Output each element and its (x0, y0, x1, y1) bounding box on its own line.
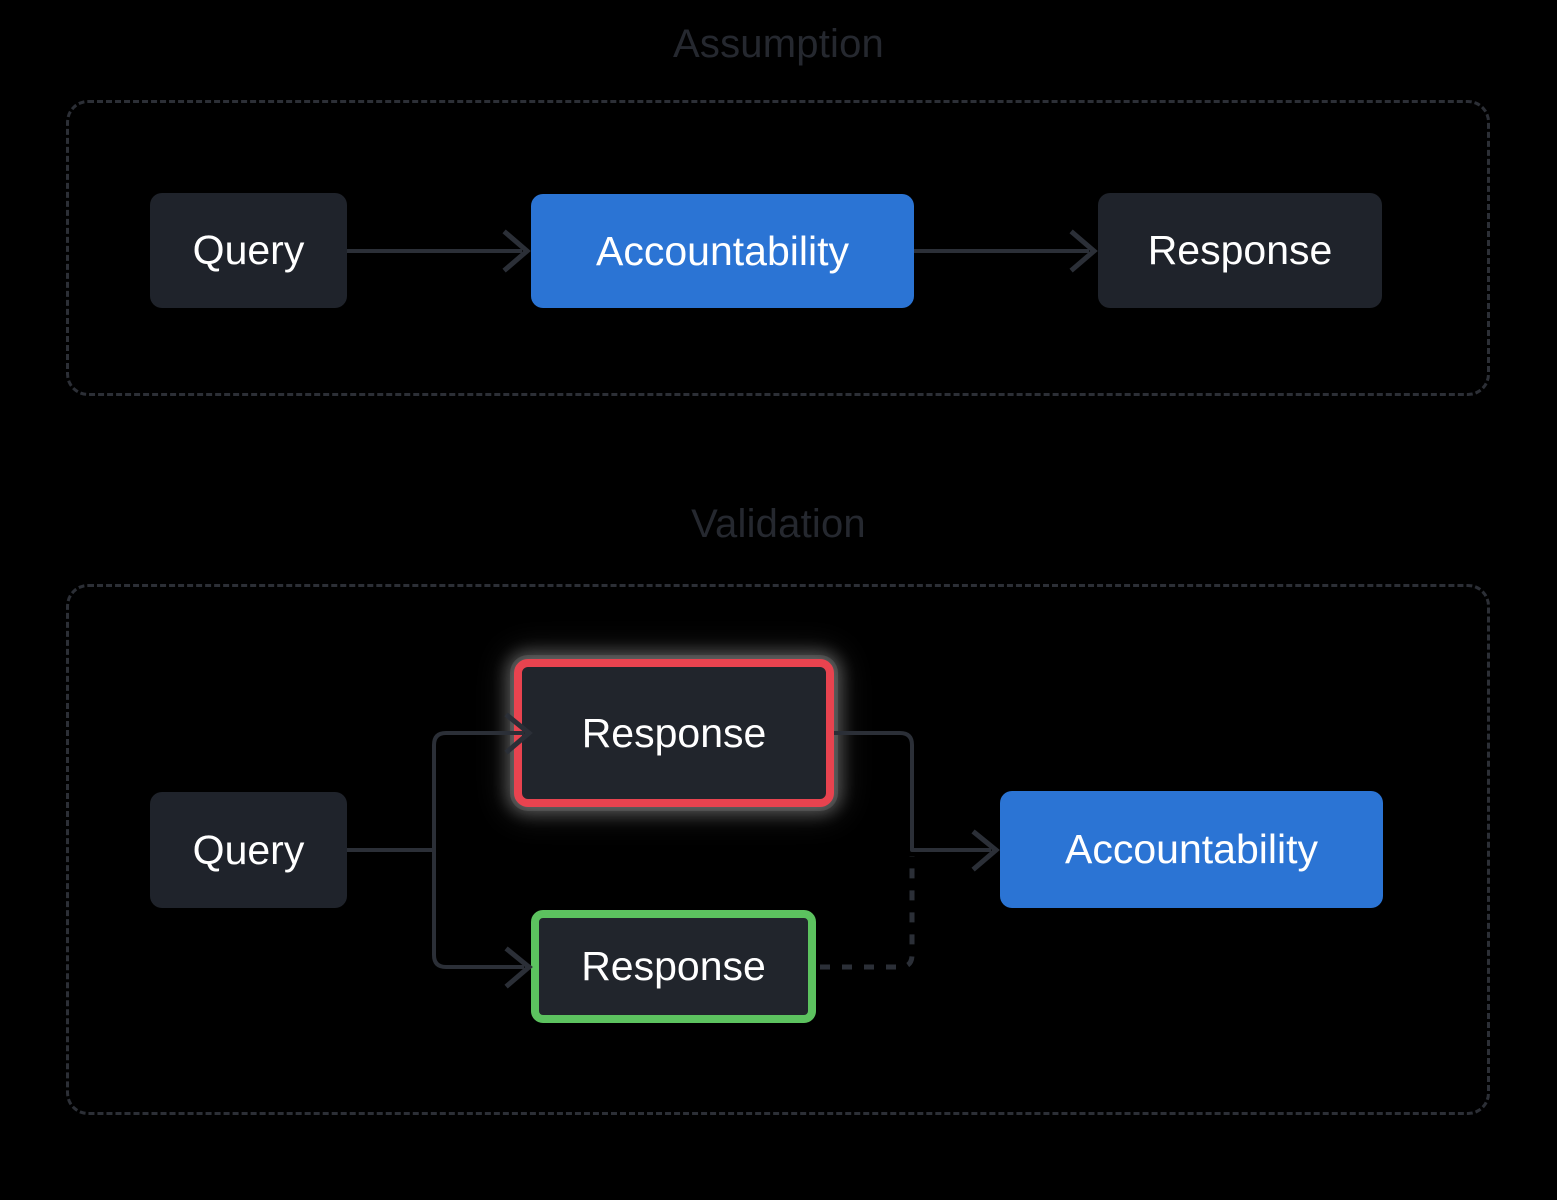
node-validation-response-accepted[interactable]: Response (531, 910, 816, 1023)
node-assumption-response[interactable]: Response (1098, 193, 1382, 308)
node-validation-response-rejected[interactable]: Response (514, 659, 834, 807)
node-validation-accountability[interactable]: Accountability (1000, 791, 1383, 908)
group-container-validation (66, 584, 1490, 1115)
group-container-assumption (66, 100, 1490, 396)
section-title-assumption: Assumption (673, 22, 884, 66)
node-assumption-query[interactable]: Query (150, 193, 347, 308)
node-validation-query[interactable]: Query (150, 792, 347, 908)
section-title-validation: Validation (691, 502, 866, 546)
node-assumption-accountability[interactable]: Accountability (531, 194, 914, 308)
